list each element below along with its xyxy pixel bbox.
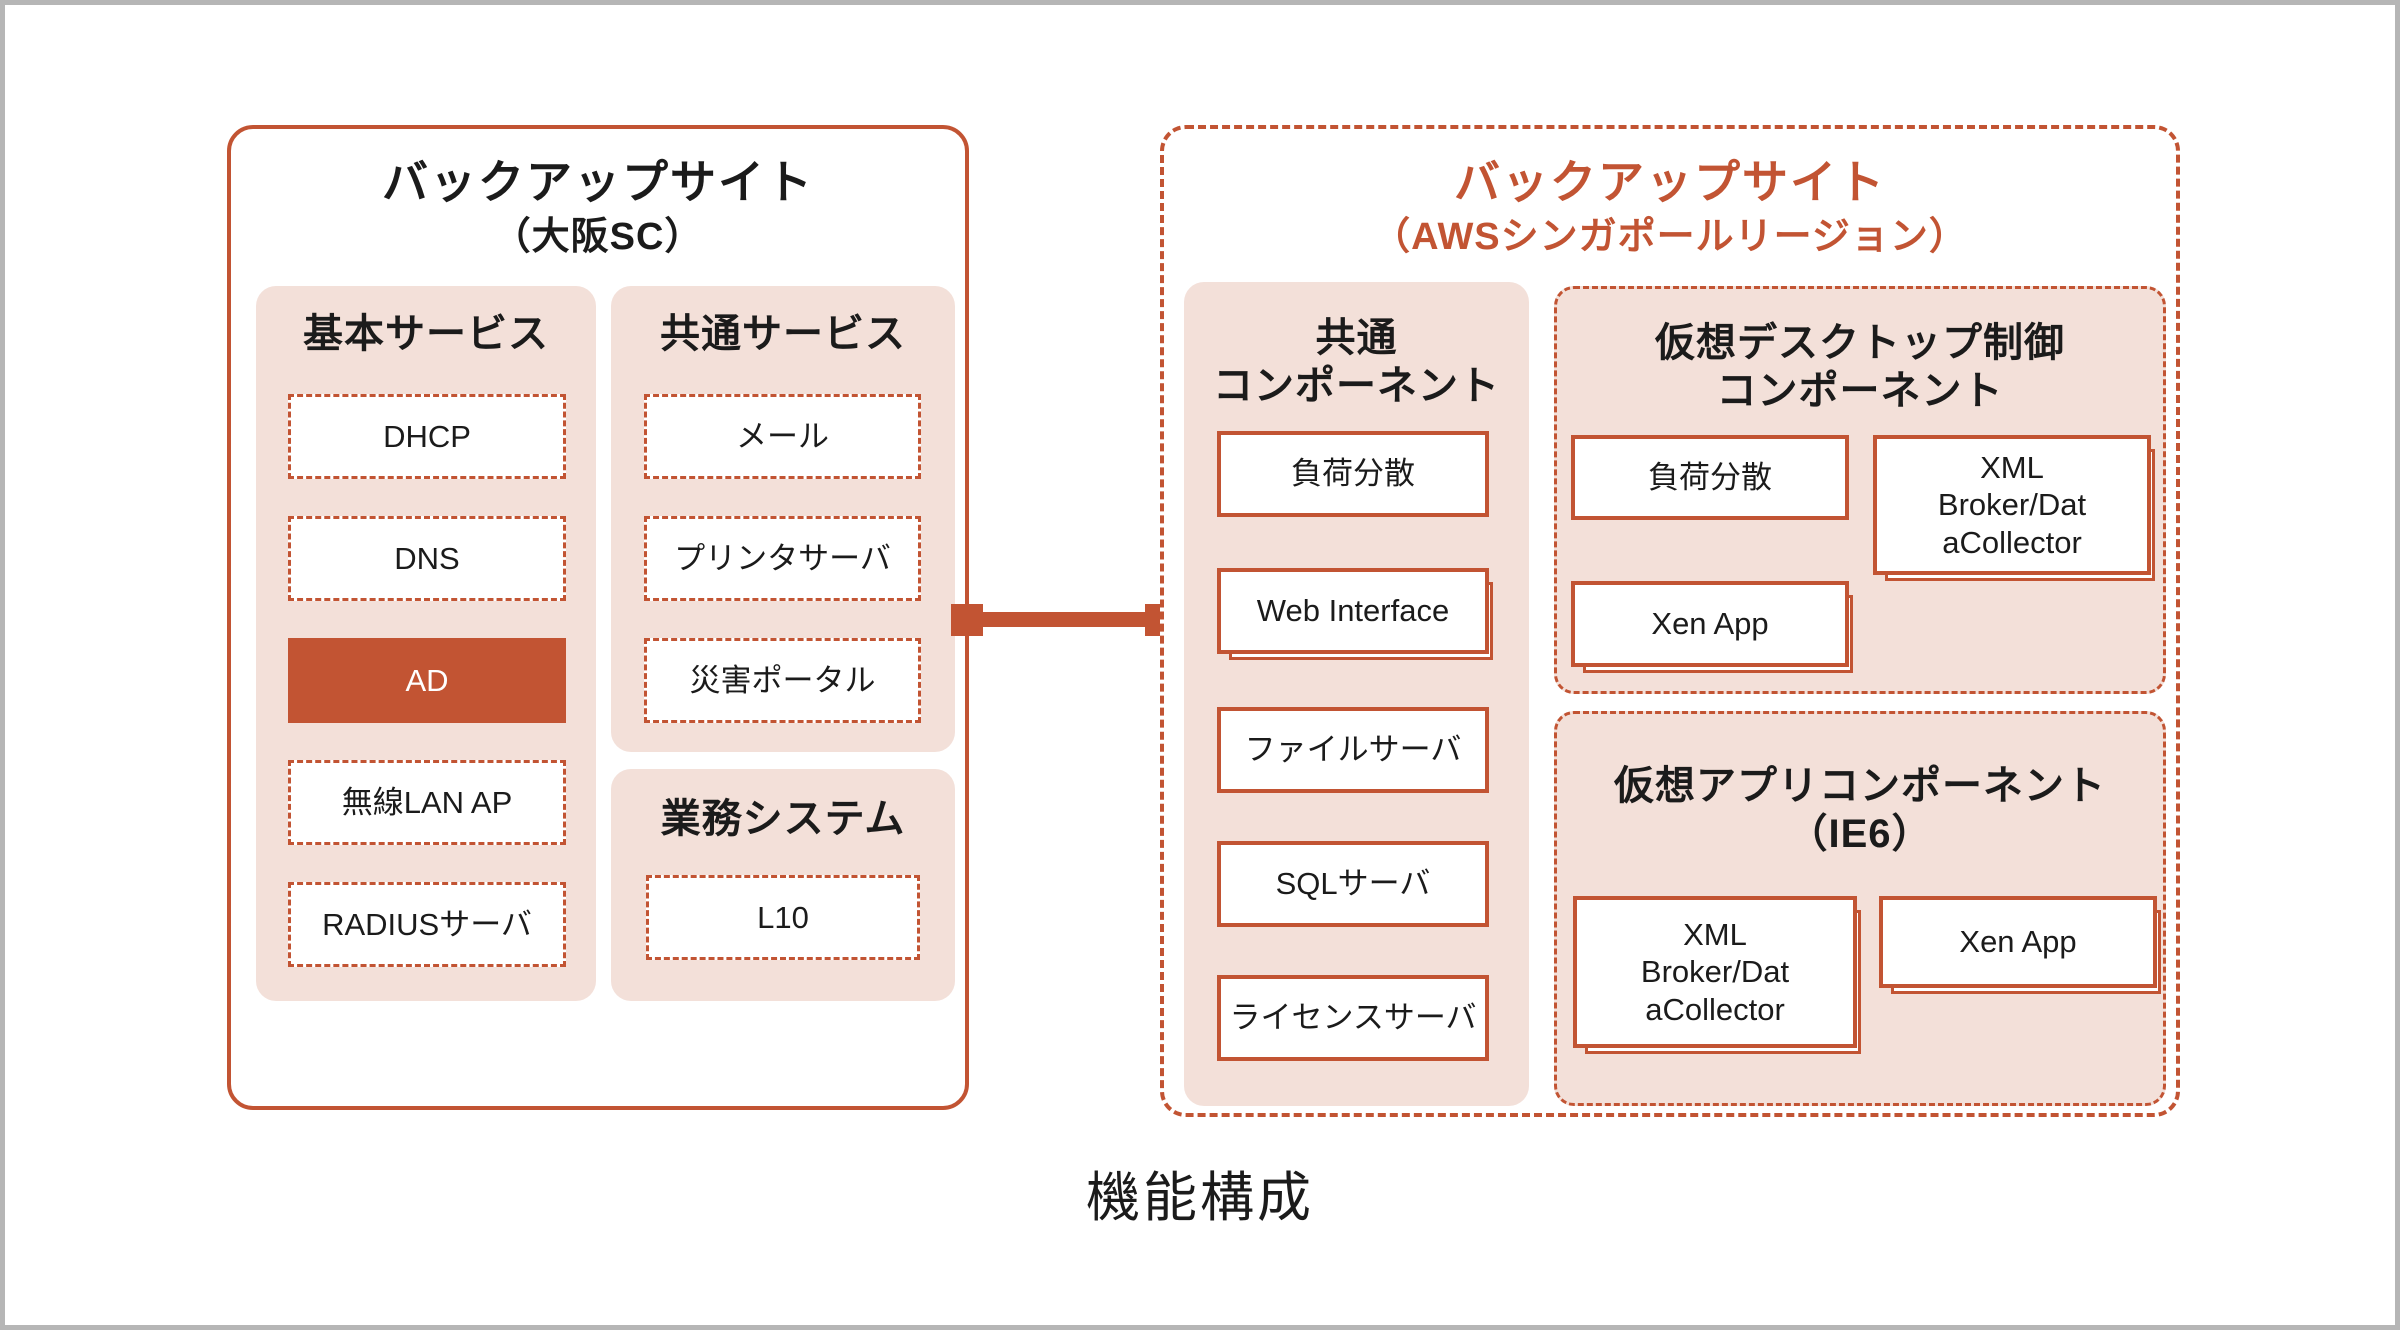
aws-site-title-line1: バックアップサイト	[1454, 156, 1886, 208]
panel-common-services: 共通サービス メール プリンタサーバ 災害ポータル	[611, 286, 955, 752]
node-sql-server: SQLサーバ	[1217, 841, 1489, 927]
osaka-site-title: バックアップサイト （大阪SC）	[231, 153, 965, 263]
diagram-caption: 機能構成	[1086, 1168, 1314, 1228]
panel-virtual-app-title: 仮想アプリコンポーネント （IE6）	[1614, 764, 2106, 856]
node-mail: メール	[644, 394, 921, 479]
panel-common-components: 共通 コンポーネント 負荷分散 Web Interface ファイルサーバ SQ…	[1184, 282, 1529, 1106]
aws-site-title-line2: （AWSシンガポールリージョン）	[1372, 216, 1968, 258]
connector-line	[967, 612, 1162, 627]
panel-vdi-control: 仮想デスクトップ制御 コンポーネント 負荷分散 XML Broker/Dat a…	[1554, 286, 2166, 694]
node-dhcp: DHCP	[288, 394, 566, 479]
node-radius-server: RADIUSサーバ	[288, 882, 566, 967]
panel-business-system-title: 業務システム	[660, 797, 906, 841]
node-xenapp-app: Xen App	[1879, 896, 2161, 994]
panel-common-services-title: 共通サービス	[660, 312, 906, 356]
node-xml-broker-app: XML Broker/Dat aCollector	[1573, 896, 1861, 1054]
node-l10: L10	[646, 875, 920, 960]
node-wireless-lan-ap: 無線LAN AP	[288, 760, 566, 845]
node-load-balancer-vdi: 負荷分散	[1571, 435, 1849, 520]
panel-vdi-control-title: 仮想デスクトップ制御 コンポーネント	[1655, 321, 2065, 413]
node-disaster-portal: 災害ポータル	[644, 638, 921, 723]
node-file-server: ファイルサーバ	[1217, 707, 1489, 793]
node-xenapp-vdi: Xen App	[1571, 581, 1853, 673]
aws-site-title: バックアップサイト （AWSシンガポールリージョン）	[1164, 153, 2176, 263]
osaka-site-title-line1: バックアップサイト	[382, 156, 814, 208]
aws-site-box: バックアップサイト （AWSシンガポールリージョン） 共通 コンポーネント 負荷…	[1160, 125, 2180, 1117]
panel-basic-services-title: 基本サービス	[303, 312, 549, 356]
connector-endpoint-left	[951, 604, 983, 636]
node-dns: DNS	[288, 516, 566, 601]
panel-virtual-app: 仮想アプリコンポーネント （IE6） XML Broker/Dat aColle…	[1554, 711, 2166, 1106]
node-load-balancer-common: 負荷分散	[1217, 431, 1489, 517]
node-printer-server: プリンタサーバ	[644, 516, 921, 601]
osaka-site-box: バックアップサイト （大阪SC） 基本サービス DHCP DNS AD 無線LA…	[227, 125, 969, 1110]
node-xml-broker-vdi: XML Broker/Dat aCollector	[1873, 435, 2155, 581]
node-web-interface: Web Interface	[1217, 568, 1493, 660]
panel-basic-services: 基本サービス DHCP DNS AD 無線LAN AP RADIUSサーバ	[256, 286, 596, 1001]
panel-business-system: 業務システム L10	[611, 769, 955, 1001]
panel-common-components-title: 共通 コンポーネント	[1213, 316, 1500, 408]
osaka-site-title-line2: （大阪SC）	[492, 216, 704, 258]
node-ad: AD	[288, 638, 566, 723]
node-license-server: ライセンスサーバ	[1217, 975, 1489, 1061]
